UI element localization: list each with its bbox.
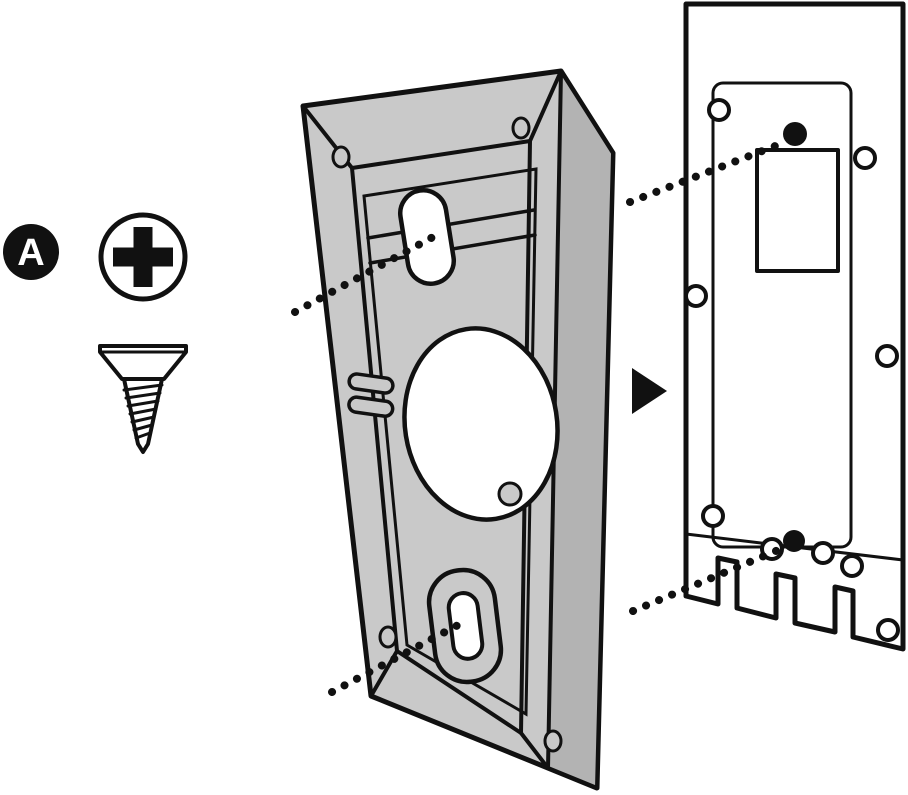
part-a-badge-circle (3, 224, 59, 280)
plate-screw-hole (701, 504, 725, 528)
screw-guide-bracket-top (291, 233, 437, 316)
plate-screw-hole (840, 554, 864, 578)
screw-guide-plate-top (626, 139, 787, 206)
bracket-top-shelf-line (366, 208, 536, 240)
thread-line (124, 391, 162, 400)
plate-screw-hole (875, 344, 899, 368)
plate-top-screw-point (783, 122, 807, 146)
bottom-screw-slot-hole (446, 591, 485, 661)
plate-body (683, 1, 906, 652)
thread-line (126, 399, 160, 408)
thread-line (130, 415, 156, 424)
bracket-side-face (546, 69, 615, 790)
bracket-corner-boss (378, 625, 398, 649)
screw-thread (122, 383, 164, 440)
bracket-corner-miter (519, 731, 550, 770)
thread-line (128, 407, 158, 416)
plate-screw-hole (684, 284, 708, 308)
thread-line (134, 431, 152, 440)
wire-peg (347, 395, 395, 418)
part-a-badge-label: A (17, 232, 44, 274)
part-a-badge: A (3, 224, 59, 280)
plate-screw-hole (853, 146, 877, 170)
bracket-top-screw-slot (397, 188, 457, 286)
wire-peg (347, 372, 395, 395)
thread-line (132, 423, 154, 432)
thread-line (122, 383, 164, 392)
bracket-corner-miter (528, 69, 563, 143)
top-screw-slot-hole (397, 188, 457, 286)
screw-guide-plate-bottom (629, 544, 787, 615)
plate-bottom-screw-point (783, 530, 805, 552)
bracket-cable-hole (402, 326, 560, 522)
mounting-plate (683, 1, 906, 652)
plate-screw-hole (876, 618, 900, 642)
bracket-cable-hole-boss (497, 481, 523, 507)
bracket-corner-boss (543, 729, 563, 753)
phillips-head-icon (98, 212, 188, 302)
plate-screw-hole (811, 541, 835, 565)
forward-arrow-icon (632, 368, 667, 414)
bracket-wire-pegs (347, 372, 395, 418)
plate-screw-hole (707, 98, 731, 122)
phillips-cross (113, 227, 173, 287)
mounting-bracket (300, 68, 616, 791)
bracket-corner-boss (331, 145, 351, 169)
bracket-back-panel (362, 167, 538, 717)
countersunk-screw-icon (98, 344, 188, 454)
bracket-corner-boss (511, 116, 531, 140)
plate-wire-cutout (755, 148, 840, 273)
bracket-bottom-screw-slot (426, 567, 504, 685)
screw-guide-bracket-bottom (328, 620, 464, 696)
